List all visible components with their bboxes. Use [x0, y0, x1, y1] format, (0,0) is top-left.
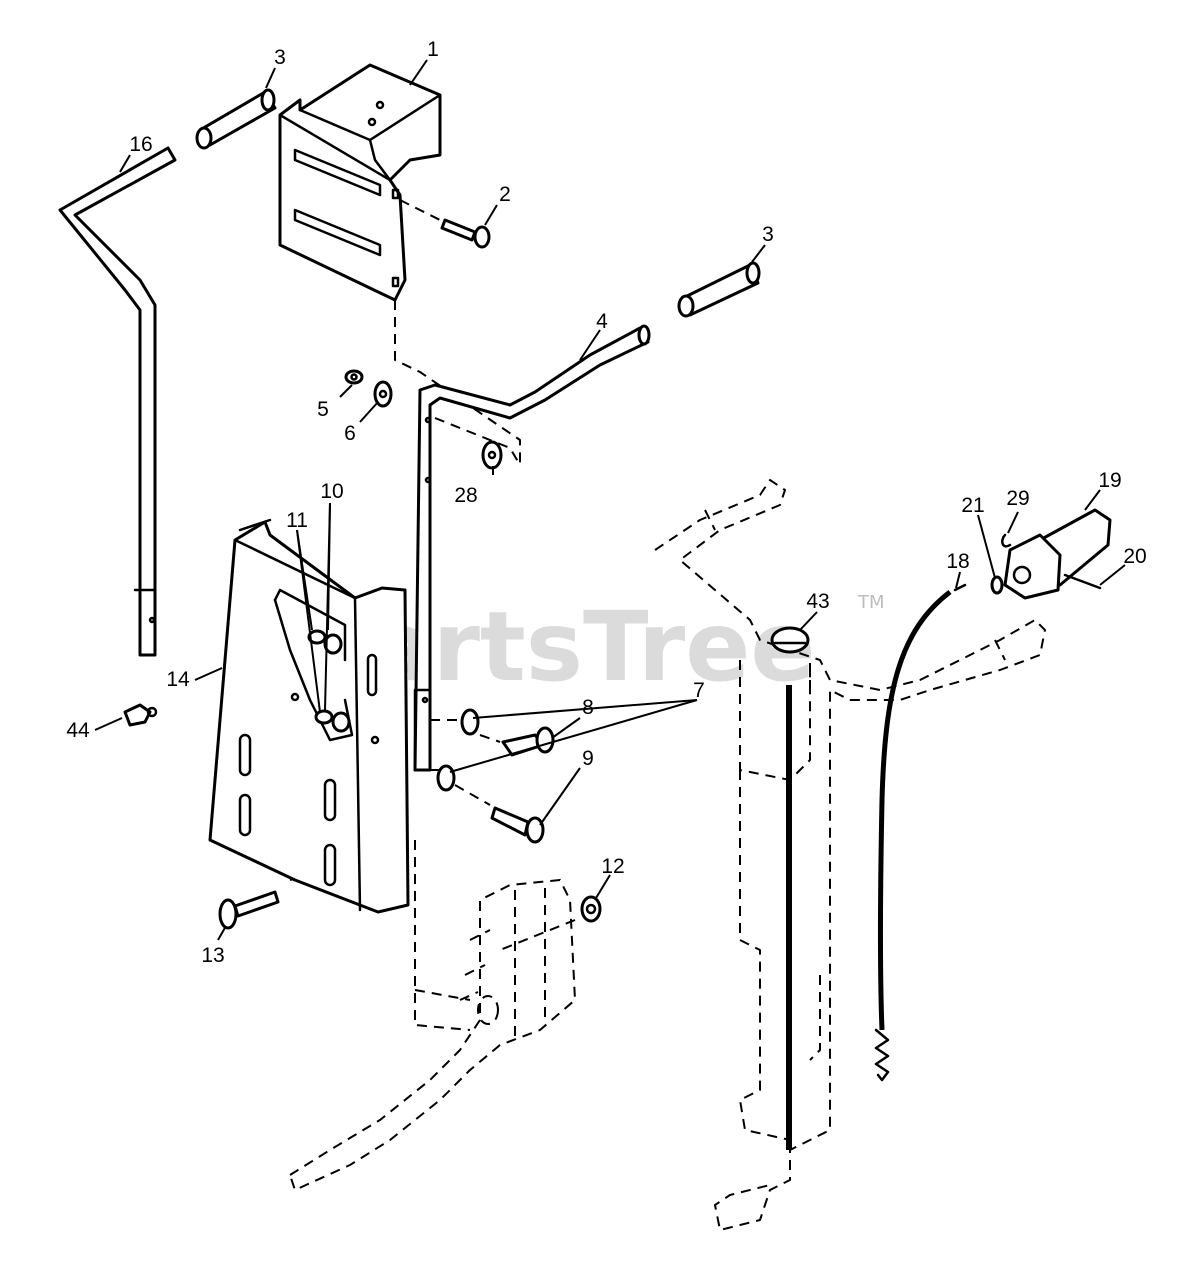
watermark-trademark: TM [857, 592, 885, 613]
callout-9: 9 [582, 747, 594, 770]
callout-14: 14 [166, 668, 190, 691]
part-19-control-grip [1003, 508, 1112, 600]
callout-44: 44 [66, 719, 90, 742]
callout-11: 11 [286, 509, 308, 532]
callout-19: 19 [1098, 469, 1121, 492]
part-8-bolt [479, 726, 555, 757]
part-14-plate [208, 518, 410, 914]
part-12-nut [580, 895, 602, 923]
callout-8: 8 [582, 696, 594, 719]
callout-10: 10 [320, 480, 343, 503]
callout-28: 28 [454, 484, 477, 507]
part-3-grip-left [195, 88, 277, 150]
callout-labels: 1 2 3 3 4 5 6 7 8 9 10 11 12 13 14 16 18… [66, 38, 1146, 967]
part-20-pin [1063, 573, 1102, 590]
part-4-handle [413, 324, 651, 772]
part-13-bolt [218, 890, 280, 930]
callout-21: 21 [961, 494, 984, 517]
callout-2: 2 [499, 183, 511, 206]
callout-18: 18 [946, 550, 969, 573]
part-2-bolt [399, 199, 491, 249]
callout-5: 5 [317, 398, 329, 421]
part-18-cable [874, 583, 967, 1082]
callout-7: 7 [693, 679, 705, 702]
part-44-clip [123, 703, 158, 727]
callout-43: 43 [806, 590, 829, 613]
part-7-washers [430, 708, 480, 792]
part-43-plug [770, 626, 810, 654]
part-29-clip [1001, 533, 1012, 548]
part-28-washer [481, 440, 503, 470]
callout-1: 1 [427, 38, 439, 61]
part-6-washer [373, 380, 393, 408]
part-16-handle [58, 146, 177, 657]
part-9-bolt [454, 784, 545, 844]
part-3-grip-right [677, 261, 761, 318]
assembly-line-12 [499, 919, 576, 951]
callout-3-right: 3 [762, 223, 774, 246]
assembly-line [434, 417, 521, 466]
callout-29: 29 [1006, 487, 1029, 510]
ghost-frame-left [289, 300, 576, 1191]
leader-lines [94, 59, 1126, 941]
part-1-bracket [278, 63, 442, 302]
callout-3-left: 3 [274, 46, 286, 69]
callout-16: 16 [129, 133, 152, 156]
part-21-ring [990, 575, 1004, 595]
callout-4: 4 [596, 310, 608, 333]
part-5-nut [344, 369, 364, 385]
callout-13: 13 [201, 944, 224, 967]
part-10-11-nuts [307, 629, 351, 733]
callout-6: 6 [344, 422, 356, 445]
control-rod [786, 685, 792, 1150]
callout-20: 20 [1123, 545, 1146, 568]
callout-12: 12 [601, 855, 624, 878]
